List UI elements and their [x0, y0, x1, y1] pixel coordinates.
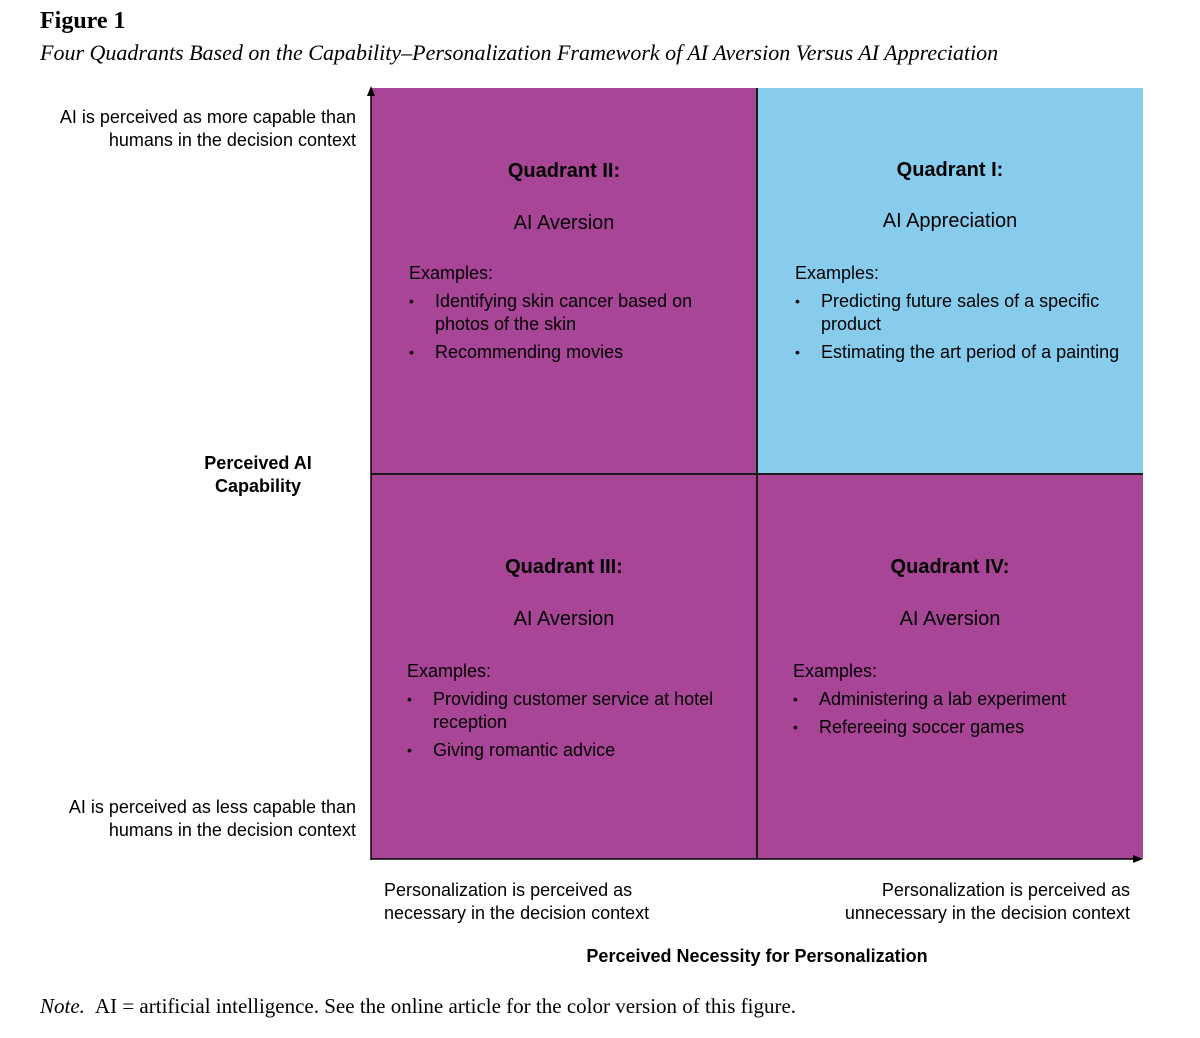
y-axis-arrow-icon: [367, 86, 375, 96]
quadrant-2-name: Quadrant II:: [507, 160, 621, 182]
quadrant-3-examples-label: Examples:: [407, 661, 492, 681]
quadrant-4: Quadrant IV: AI Aversion Examples: • Admi…: [757, 474, 1143, 859]
y-axis-top-label: AI is perceived as more capable than hum…: [36, 106, 356, 152]
bullet-icon: •: [793, 719, 798, 735]
x-axis-right-label-text: Personalization is perceived as unnecess…: [844, 880, 1130, 923]
quadrant-2-examples: Examples: • Identifying skin cancer based…: [409, 262, 737, 369]
figure-title: Four Quadrants Based on the Capability–P…: [40, 40, 999, 65]
bullet-icon: •: [407, 742, 412, 758]
example-text: Providing customer service at hotel rece…: [433, 689, 714, 732]
note-text: AI = artificial intelligence. See the on…: [94, 994, 797, 1018]
example-text: Identifying skin cancer based on photos …: [435, 291, 693, 334]
example-text: Giving romantic advice: [433, 740, 616, 760]
figure-note: Note. AI = artificial intelligence. See t…: [40, 994, 796, 1019]
horizontal-divider: [371, 473, 1143, 475]
y-axis-bottom-label: AI is perceived as less capable than hum…: [36, 796, 356, 842]
example-text: Estimating the art period of a painting: [821, 342, 1120, 362]
list-item: • Identifying skin cancer based on photos…: [409, 290, 737, 336]
y-axis-title-text: Perceived AI Capability: [204, 453, 312, 496]
quadrant-3-examples: Examples: • Providing customer service at…: [407, 660, 737, 767]
example-text: Recommending movies: [435, 342, 624, 362]
y-axis-top-label-text: AI is perceived as more capable than hum…: [59, 107, 356, 150]
quadrant-4-examples: Examples: • Administering a lab experimen…: [793, 660, 1123, 744]
bullet-icon: •: [407, 691, 412, 707]
x-axis-right-label: Personalization is perceived as unnecess…: [820, 879, 1130, 925]
quadrant-2: Quadrant II: AI Aversion Examples: • Iden…: [371, 88, 757, 474]
x-axis-arrow-icon: [1133, 855, 1143, 863]
quadrant-4-type: AI Aversion: [899, 608, 1001, 630]
quadrant-3-name: Quadrant III:: [505, 556, 623, 578]
quadrant-2-type: AI Aversion: [513, 212, 615, 234]
quadrant-1-examples: Examples: • Predicting future sales of a …: [795, 262, 1123, 369]
list-item: • Estimating the art period of a painting: [795, 341, 1123, 364]
quadrant-4-examples-label: Examples:: [793, 661, 878, 681]
list-item: • Administering a lab experiment: [793, 688, 1123, 711]
x-axis-left-label-text: Personalization is perceived as necessar…: [384, 880, 650, 923]
bullet-icon: •: [793, 691, 798, 707]
example-text: Refereeing soccer games: [819, 717, 1025, 737]
y-axis-title: Perceived AI Capability: [158, 452, 358, 498]
list-item: • Refereeing soccer games: [793, 716, 1123, 739]
list-item: • Recommending movies: [409, 341, 737, 364]
bullet-icon: •: [409, 293, 414, 309]
quadrant-2-examples-label: Examples:: [409, 263, 494, 283]
note-label: Note.: [40, 994, 85, 1018]
quadrant-4-name: Quadrant IV:: [890, 556, 1010, 578]
bullet-icon: •: [795, 293, 800, 309]
x-axis-title: Perceived Necessity for Personalization: [586, 946, 928, 966]
quadrant-1-name: Quadrant I:: [896, 159, 1004, 181]
figure-label: Figure 1: [40, 8, 126, 34]
quadrant-1-examples-label: Examples:: [795, 263, 880, 283]
quadrant-1: Quadrant I: AI Appreciation Examples: • P…: [757, 88, 1143, 474]
bullet-icon: •: [409, 344, 414, 360]
list-item: • Giving romantic advice: [407, 739, 737, 762]
example-text: Predicting future sales of a specific pr…: [821, 291, 1100, 334]
y-axis-bottom-label-text: AI is perceived as less capable than hum…: [68, 797, 356, 840]
quadrant-3-type: AI Aversion: [513, 608, 615, 630]
list-item: • Predicting future sales of a specific p…: [795, 290, 1123, 336]
list-item: • Providing customer service at hotel rec…: [407, 688, 737, 734]
quadrant-1-type: AI Appreciation: [882, 210, 1018, 232]
bullet-icon: •: [795, 344, 800, 360]
x-axis-left-label: Personalization is perceived as necessar…: [384, 879, 674, 925]
example-text: Administering a lab experiment: [819, 689, 1067, 709]
quadrant-3: Quadrant III: AI Aversion Examples: • Pro…: [371, 474, 757, 859]
